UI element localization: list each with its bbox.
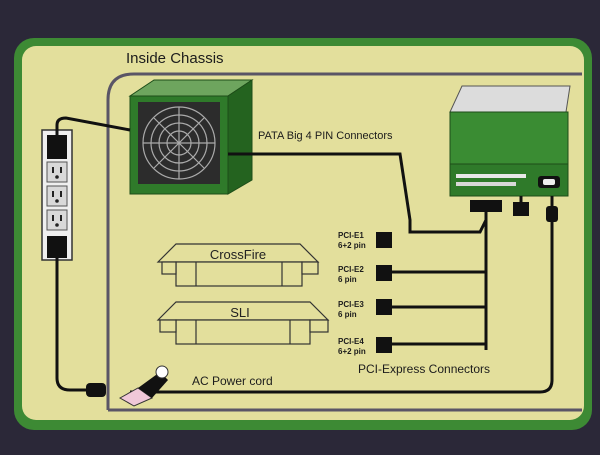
sli-bridge [156,301,330,345]
wires [55,116,554,394]
power-supply [128,79,254,195]
psu-to-strip-wire [55,116,131,135]
gpu-ac-plug [546,206,558,222]
pata-label: PATA Big 4 PIN Connectors [258,130,393,142]
sli-label: SLI [230,305,250,320]
outlet-icon [46,185,68,207]
pcie3-pins: 6 pin [338,310,357,319]
fan-grille-icon [142,106,216,180]
pcie4-label: PCI-E4 6+2 pin [338,337,366,357]
outlet-icon [46,209,68,231]
ac-plug [86,383,106,397]
chassis-title: Inside Chassis [126,50,224,67]
gpu-pcie-plug [470,200,502,212]
graphics-card [449,85,571,197]
pata-wire [228,152,488,234]
pcie-connectors-label: PCI-Express Connectors [358,362,491,376]
chassis-outline [106,72,582,410]
ac-power-label: AC Power cord [192,374,273,388]
pcie2-connector [376,265,392,281]
pcie3-connector [376,299,392,315]
pcie4-pins: 6+2 pin [338,347,366,356]
ac-cord-wire [130,220,554,394]
pcie1-connector [376,232,392,248]
pcie3-name: PCI-E3 [338,300,364,309]
pcie4-name: PCI-E4 [338,337,364,346]
crossfire-label: CrossFire [209,247,267,262]
pcie1-label: PCI-E1 6+2 pin [338,231,366,251]
outlet-icon [46,161,68,183]
pcie3-label: PCI-E3 6 pin [338,300,364,320]
crossfire-bridge [156,243,320,287]
ac-inlet [118,365,169,407]
pcie1-pins: 6+2 pin [338,241,366,250]
pcie1-name: PCI-E1 [338,231,364,240]
connectors [86,200,558,397]
strip-to-ac-wire [55,258,92,392]
pcie2-name: PCI-E2 [338,265,364,274]
pcie4-connector [376,337,392,353]
gpu-aux-plug [513,202,529,216]
pcie2-pins: 6 pin [338,275,357,284]
pcie2-label: PCI-E2 6 pin [338,265,364,285]
